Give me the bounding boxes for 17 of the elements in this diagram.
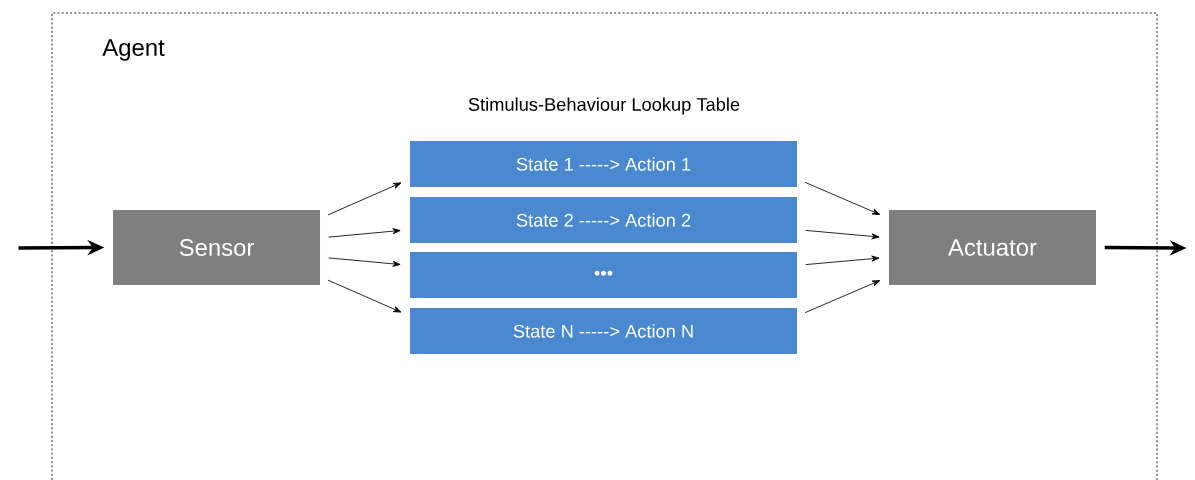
arrow xyxy=(805,255,880,266)
table-row: State 1 -----> Action 1 xyxy=(410,141,798,187)
arrow xyxy=(328,257,401,267)
table-heading: Stimulus-Behaviour Lookup Table xyxy=(468,97,740,115)
agent-frame xyxy=(51,12,1158,480)
component-box: Actuator xyxy=(889,210,1096,285)
arrow xyxy=(327,182,402,216)
table-row: State 2 -----> Action 2 xyxy=(410,197,798,243)
component-box: Sensor xyxy=(113,210,321,285)
arrow xyxy=(804,280,881,314)
arrow xyxy=(805,230,880,240)
table-row: ••• xyxy=(410,252,798,298)
arrow xyxy=(804,181,881,215)
table-row: State N -----> Action N xyxy=(410,308,798,354)
arrow xyxy=(328,228,401,238)
arrow xyxy=(327,279,402,313)
frame-title: Agent xyxy=(102,39,165,61)
